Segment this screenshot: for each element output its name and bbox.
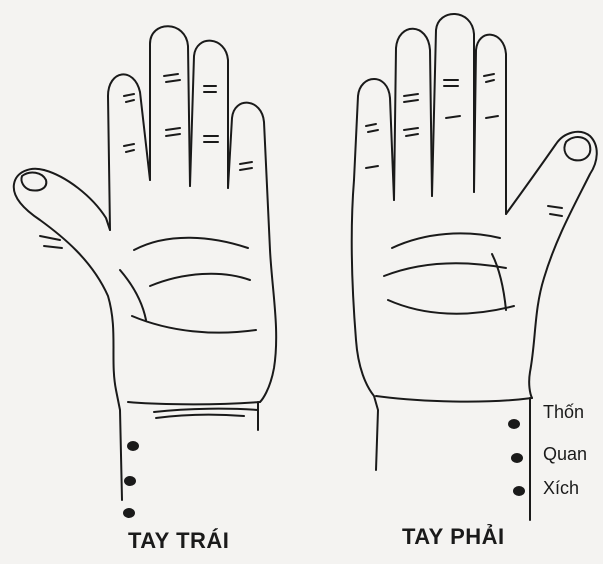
pulse-point-label-thon: Thốn bbox=[543, 402, 584, 423]
pulse-point-label-xich: Xích bbox=[543, 478, 579, 499]
left-hand-caption: TAY TRÁI bbox=[128, 528, 229, 554]
pulse-point-label-quan: Quan bbox=[543, 444, 587, 465]
left-hand-drawing bbox=[14, 26, 276, 518]
right-hand-caption: TAY PHẢI bbox=[402, 524, 505, 550]
